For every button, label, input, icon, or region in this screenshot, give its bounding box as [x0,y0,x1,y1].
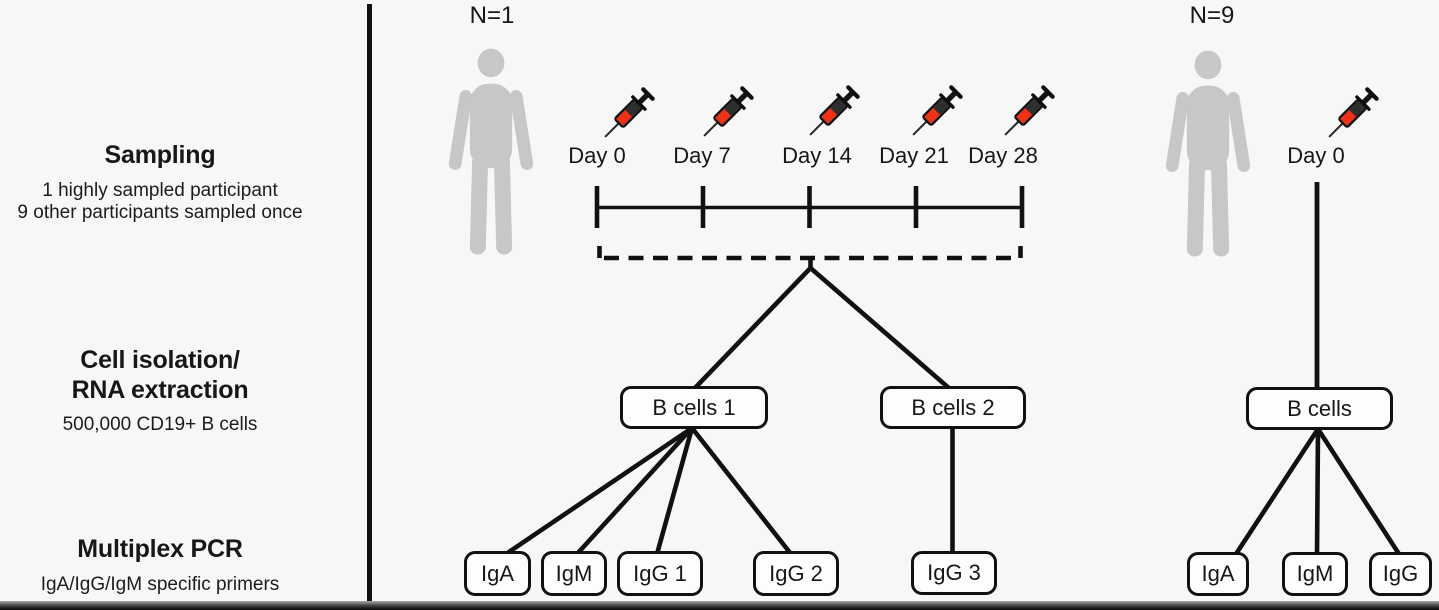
panel-divider-line [367,4,372,601]
node-iga-1: IgA [464,551,531,596]
edge-bcells1-igm [574,425,695,557]
n1-label: N=1 [469,2,515,29]
node-b-cells-2: B cells 2 [880,386,1026,429]
section-cell-isolation-title: Cell isolation/ RNA extraction [71,346,249,404]
edge-to-b-cells-1 [691,265,813,392]
edge-bcells1-iga [503,425,695,557]
edge-bcells9-iga [1233,426,1321,557]
section-multiplex-pcr-subtitle: IgA/IgG/IgM specific primers [40,573,280,595]
node-igg-n9: IgG [1369,552,1432,596]
edge-bcells1-igg2 [689,425,794,557]
person-icon [444,44,538,262]
day-label-14: Day 14 [782,143,852,168]
day-label-0-n9: Day 0 [1287,143,1345,168]
section-sampling: Sampling 1 highly sampled participant 9 … [0,141,320,225]
day-label-0: Day 0 [568,143,626,168]
section-sampling-title: Sampling [104,141,216,169]
node-b-cells-1: B cells 1 [620,386,768,429]
person-icon [1161,46,1255,264]
syringe-icon [992,76,1064,148]
section-sampling-subtitle: 1 highly sampled participant 9 other par… [17,179,303,224]
syringe-icon [797,76,869,148]
edge-to-b-cells-2 [808,265,953,392]
node-igg-1: IgG 1 [617,551,703,596]
syringe-icon [691,77,763,149]
day-label-28: Day 28 [968,143,1038,168]
day-label-21: Day 21 [879,143,949,168]
edge-bcells9-igm [1314,426,1321,557]
node-igg-2: IgG 2 [753,551,839,596]
edge-bcells9-igg [1315,426,1402,557]
syringe-icon [1316,78,1388,150]
edge-bcells1-igg1 [654,425,695,557]
section-cell-isolation: Cell isolation/ RNA extraction 500,000 C… [0,346,320,437]
n9-label: N=9 [1189,2,1235,29]
node-igm-n9: IgM [1282,552,1348,596]
node-igg-3: IgG 3 [911,551,997,595]
day-label-7: Day 7 [673,143,731,168]
syringe-icon [900,76,972,148]
section-multiplex-pcr-title: Multiplex PCR [77,535,243,563]
node-iga-n9: IgA [1187,552,1249,596]
syringe-icon [592,78,664,150]
node-igm-1: IgM [541,551,607,596]
figure-bottom-border [0,601,1439,610]
node-b-cells-n9: B cells [1246,387,1393,430]
section-multiplex-pcr: Multiplex PCR IgA/IgG/IgM specific prime… [0,535,320,596]
section-cell-isolation-subtitle: 500,000 CD19+ B cells [62,414,258,435]
